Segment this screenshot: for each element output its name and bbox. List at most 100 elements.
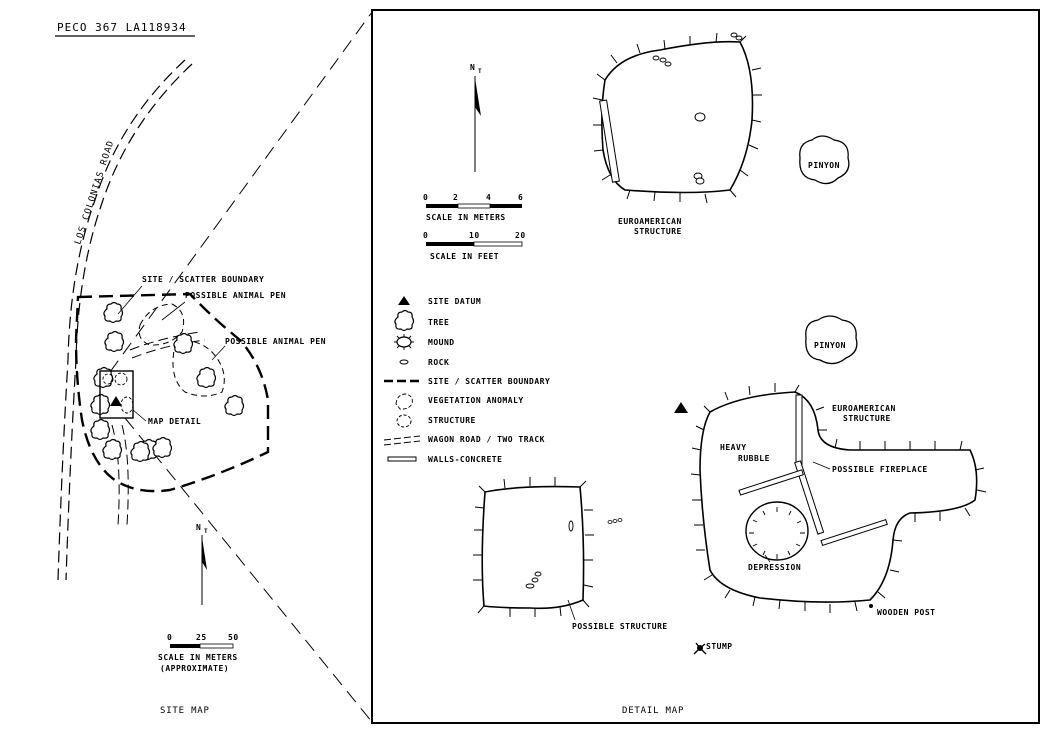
label-pinyon-1: PINYON (808, 161, 840, 170)
leader-line (161, 301, 186, 321)
tree-icon (104, 330, 125, 353)
euroamerican-structure-1 (592, 32, 762, 204)
site-boundary (74, 292, 270, 493)
legend-label: SITE DATUM (428, 297, 481, 306)
leader-line (812, 461, 831, 470)
mound-icon (394, 334, 414, 350)
tree-icon (130, 440, 151, 463)
tree-icon (173, 332, 194, 355)
label-stump: STUMP (706, 642, 733, 651)
scale-tick: 0 (167, 633, 172, 642)
possible-structure (473, 477, 623, 617)
scale-tick: 0 (423, 231, 428, 240)
legend-label: WAGON ROAD / TWO TRACK (428, 435, 545, 444)
tree-icon (152, 436, 173, 459)
structure-icon (114, 372, 128, 386)
rock-icon (399, 359, 409, 365)
scale-title: SCALE IN FEET (430, 252, 499, 261)
tree-icon (102, 438, 123, 461)
scale-tick: 50 (228, 633, 239, 642)
structure-icon (396, 414, 412, 428)
scale-tick: 25 (196, 633, 207, 642)
legend-label: STRUCTURE (428, 416, 476, 425)
euroamerican-structure-2 (690, 383, 987, 613)
legend-label: SITE / SCATTER BOUNDARY (428, 377, 550, 386)
label-euroamerican-1: EUROAMERICAN (618, 217, 682, 226)
site-datum-icon (398, 296, 410, 305)
scale-title: SCALE IN METERS (426, 213, 506, 222)
label-boundary: SITE / SCATTER BOUNDARY (142, 275, 264, 284)
animal-pen-2 (172, 340, 225, 397)
scale-tick: 0 (423, 193, 428, 202)
label-wooden-post: WOODEN POST (877, 608, 935, 617)
tree-icon (394, 309, 415, 332)
label-structure-1: STRUCTURE (634, 227, 682, 236)
legend-label: TREE (428, 318, 449, 327)
label-depression: DEPRESSION (748, 563, 801, 572)
structure-icon (120, 396, 134, 414)
legend-label: VEGETATION ANOMALY (428, 396, 524, 405)
los-colonias-road (57, 59, 193, 581)
road-label: LOS COLONIAS ROAD (73, 139, 116, 246)
label-possible-fireplace: POSSIBLE FIREPLACE (832, 465, 928, 474)
animal-pen-1 (138, 303, 185, 346)
site-map-caption: SITE MAP (160, 706, 210, 716)
label-animal-pen-1: POSSIBLE ANIMAL PEN (185, 291, 286, 300)
label-map-detail: MAP DETAIL (148, 417, 201, 426)
scale-tick: 4 (486, 193, 491, 202)
leader-line (132, 409, 147, 422)
vegetation-anomaly-icon (395, 393, 413, 410)
tree-icon (224, 394, 245, 417)
detail-map-frame (371, 9, 1040, 724)
north-sub-label: T (204, 528, 208, 535)
label-animal-pen-2: POSSIBLE ANIMAL PEN (225, 337, 326, 346)
tree-icon (90, 418, 111, 441)
site-north-arrow: N T (196, 523, 208, 605)
leader-line (117, 285, 143, 315)
north-label: N (470, 63, 475, 72)
site-datum-icon (110, 396, 122, 406)
scale-tick: 10 (469, 231, 480, 240)
label-structure-2: STRUCTURE (843, 414, 891, 423)
scale-subtitle: (APPROXIMATE) (160, 664, 229, 673)
label-pinyon-2: PINYON (814, 341, 846, 350)
projection-line-bottom (124, 417, 373, 723)
scale-tick: 2 (453, 193, 458, 202)
leader-line (567, 599, 576, 621)
projection-line-top (109, 11, 373, 373)
north-sub-label: T (478, 68, 482, 75)
structure-icon (102, 373, 114, 385)
legend: SITE DATUM TREE MOUND ROCK SITE / SCATTE… (383, 296, 550, 464)
walls-concrete-icon (387, 456, 417, 462)
detail-north-arrow: N T (470, 63, 482, 172)
pinyon-tree-1 (799, 135, 850, 185)
north-label: N (196, 523, 201, 532)
pinyon-tree-2 (805, 315, 858, 365)
site-datum-icon (674, 402, 688, 413)
scale-tick: 6 (518, 193, 523, 202)
map-detail-box (99, 370, 134, 419)
detail-scale-feet: 0 10 20 SCALE IN FEET (423, 231, 526, 261)
site-wagon-road (111, 331, 206, 526)
label-rubble: RUBBLE (738, 454, 770, 463)
leader-line (211, 345, 226, 361)
detail-scale-meters: 0 2 4 6 SCALE IN METERS (423, 193, 523, 222)
tree-icon (196, 366, 217, 389)
legend-label: ROCK (428, 358, 449, 367)
leader-line (764, 554, 771, 563)
label-possible-structure: POSSIBLE STRUCTURE (572, 622, 668, 631)
label-euroamerican-2: EUROAMERICAN (832, 404, 896, 413)
scale-title: SCALE IN METERS (158, 653, 238, 662)
label-heavy: HEAVY (720, 443, 747, 452)
legend-label: WALLS-CONCRETE (428, 455, 502, 464)
site-scale-bar: 0 25 50 SCALE IN METERS (APPROXIMATE) (158, 633, 239, 673)
site-id-title: PECO 367 LA118934 (57, 21, 187, 34)
scale-tick: 20 (515, 231, 526, 240)
site-trees (90, 301, 245, 463)
stump-icon (693, 642, 707, 655)
detail-map-caption: DETAIL MAP (622, 706, 684, 716)
legend-label: MOUND (428, 338, 455, 347)
wagon-road-icon (383, 435, 421, 446)
